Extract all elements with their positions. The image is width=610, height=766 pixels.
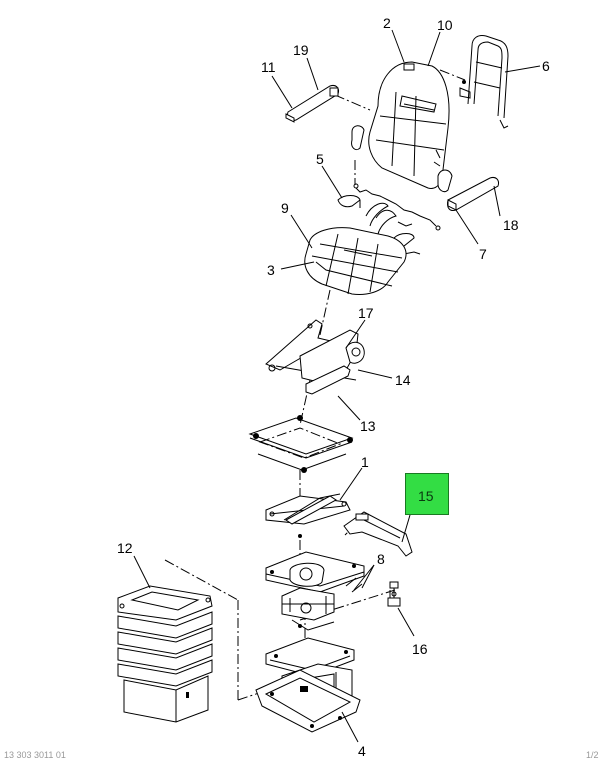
seat-base	[255, 637, 361, 733]
leader-lines	[133, 29, 541, 743]
callout-5: 5	[316, 151, 324, 167]
footer-page: 1/2	[586, 750, 599, 760]
armrest-left	[285, 85, 339, 123]
callout-15-highlighted[interactable]: 15	[405, 473, 449, 515]
backrest-frame	[459, 35, 509, 129]
callout-16: 16	[412, 641, 428, 657]
shock-absorber	[387, 581, 401, 607]
callout-7: 7	[479, 246, 487, 262]
callout-2: 2	[383, 15, 391, 31]
callout-13: 13	[360, 418, 376, 434]
upper-mounting-plate	[248, 415, 354, 473]
callout-19: 19	[293, 42, 309, 58]
seat-back	[368, 61, 450, 189]
callout-1: 1	[361, 454, 369, 470]
trim-covers	[337, 125, 453, 247]
callout-11: 11	[261, 59, 276, 75]
callout-6: 6	[542, 58, 550, 74]
callout-10: 10	[437, 17, 453, 33]
armrest-right	[447, 177, 499, 211]
callout-17: 17	[358, 305, 374, 321]
callout-14: 14	[395, 372, 411, 388]
callout-8: 8	[377, 551, 385, 567]
callout-9: 9	[281, 200, 289, 216]
callout-3: 3	[267, 262, 275, 278]
suspension-body	[281, 587, 335, 631]
slide-bracket	[265, 493, 351, 538]
side-bracket	[343, 511, 413, 557]
callout-18: 18	[503, 217, 519, 233]
suspension-top-plate	[265, 551, 365, 593]
callout-4: 4	[358, 743, 366, 759]
bellows-boot	[117, 585, 213, 723]
seat-cables	[353, 183, 441, 255]
seat-cushion	[304, 227, 407, 295]
callout-12: 12	[117, 540, 133, 556]
footer-drawing-number: 13 303 3011 01	[4, 750, 66, 760]
seat-slide-assembly	[265, 319, 365, 395]
